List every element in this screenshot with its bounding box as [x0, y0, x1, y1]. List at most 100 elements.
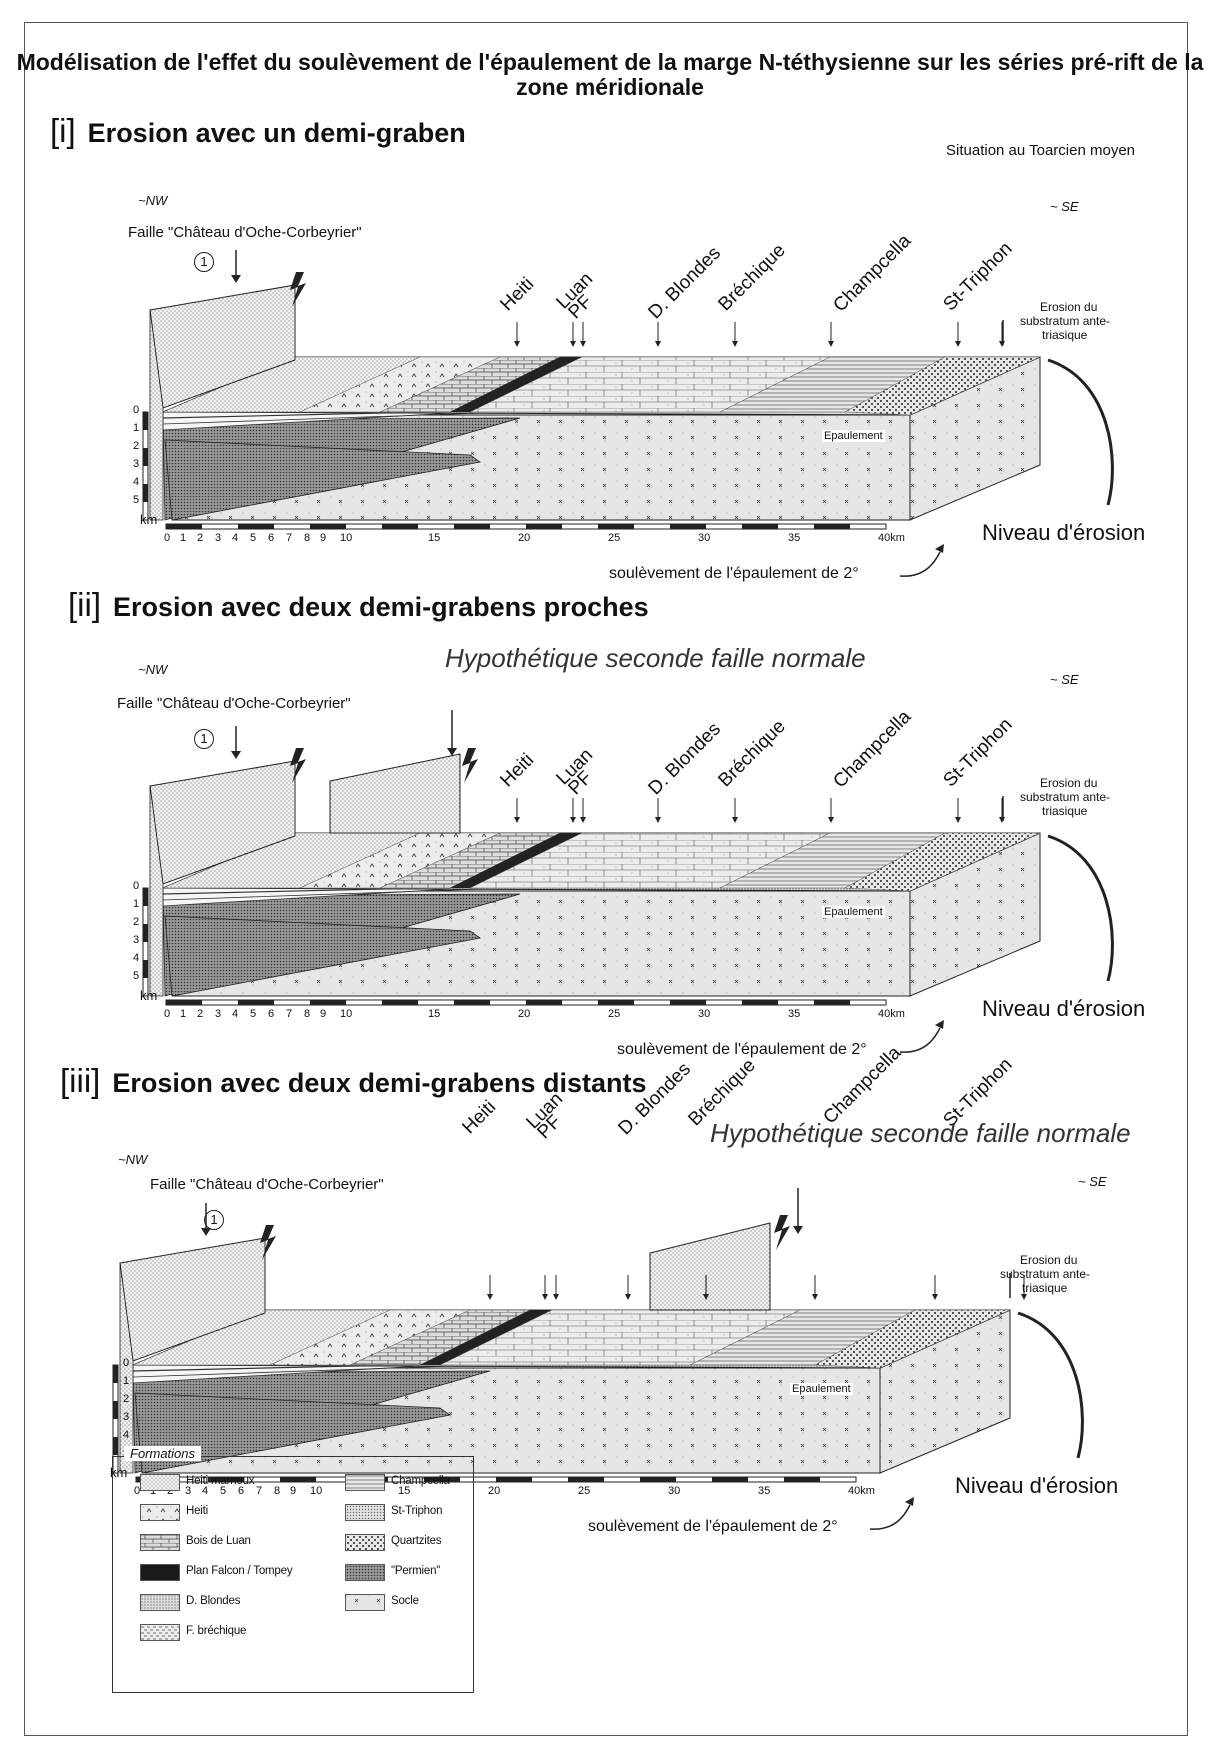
section-title-3: Erosion avec deux demi-grabens distants	[112, 1068, 647, 1098]
fault-number-3: 1	[204, 1210, 224, 1230]
distance-tick-1-12: 20	[518, 532, 531, 544]
legend-label-9: Socle	[391, 1595, 419, 1607]
km-label-1: km	[140, 512, 158, 527]
distance-tick-2-1: 1	[180, 1008, 187, 1020]
legend-label-0: Heiti marneux	[186, 1475, 255, 1487]
nw-label-2: ~NW	[138, 662, 168, 677]
distance-tick-1-3: 3	[215, 532, 222, 544]
distance-tick-1-2: 2	[197, 532, 204, 544]
distance-tick-1-10: 10	[340, 532, 353, 544]
fault-label-1: Faille "Château d'Oche-Corbeyrier"	[128, 224, 362, 241]
section-title-1: Erosion avec un demi-graben	[87, 118, 466, 148]
distance-tick-2-11: 15	[428, 1008, 441, 1020]
distance-tick-1-6: 6	[268, 532, 275, 544]
distance-tick-2-15: 35	[788, 1008, 801, 1020]
legend-swatch-2	[140, 1504, 180, 1521]
legend-swatch-3	[345, 1504, 385, 1521]
erosion-substratum-line1-1: Erosion du	[1040, 300, 1098, 314]
se-label-1: ~ SE	[1050, 199, 1079, 214]
distance-tick-1-5: 5	[250, 532, 257, 544]
distance-tick-1-8: 8	[304, 532, 311, 544]
erosion-substratum-line2-1: substratum ante-	[1020, 314, 1111, 328]
legend-label-10: F. bréchique	[186, 1625, 247, 1637]
km-label-3: km	[110, 1465, 128, 1480]
block-diagram-2	[142, 710, 1114, 1053]
legend-box	[112, 1456, 474, 1693]
erosion-substratum-line1-2: Erosion du	[1040, 776, 1098, 790]
distance-tick-2-5: 5	[250, 1008, 257, 1020]
erosion-substratum-line3-1: triasique	[1042, 328, 1088, 342]
depth-tick-1-2: 2	[133, 440, 140, 452]
legend-swatch-8	[140, 1594, 180, 1611]
erosion-substratum-line2-3: substratum ante-	[1000, 1267, 1091, 1281]
distance-tick-1-14: 30	[698, 532, 711, 544]
hypothesis-label-3: Hypothétique seconde faille normale	[710, 1118, 1131, 1148]
legend-label-8: D. Blondes	[186, 1595, 241, 1607]
distance-tick-3-15: 35	[758, 1485, 771, 1497]
legend-title: Formations	[124, 1446, 202, 1461]
distance-tick-2-9: 9	[320, 1008, 327, 1020]
distance-tick-3-9: 9	[290, 1485, 297, 1497]
distance-tick-2-2: 2	[197, 1008, 204, 1020]
distance-tick-2-0: 0	[164, 1008, 171, 1020]
erosion-level-label-1: Niveau d'érosion	[982, 520, 1146, 545]
epaulement-label-3: Epaulement	[790, 1383, 853, 1395]
erosion-substratum-line3-2: triasique	[1042, 804, 1088, 818]
depth-tick-2-5: 5	[133, 970, 140, 982]
depth-tick-1-3: 3	[133, 458, 140, 470]
se-label-2: ~ SE	[1050, 672, 1079, 687]
distance-tick-3-1: 1	[150, 1485, 157, 1497]
depth-tick-2-3: 3	[133, 934, 140, 946]
depth-tick-1-1: 1	[133, 422, 140, 434]
nw-label-3: ~NW	[118, 1152, 148, 1167]
section-number-2: [ii]	[68, 586, 101, 623]
distance-tick-1-4: 4	[232, 532, 239, 544]
fault-label-3: Faille "Château d'Oche-Corbeyrier"	[150, 1176, 384, 1193]
distance-tick-2-3: 3	[215, 1008, 222, 1020]
epaulement-label-2: Epaulement	[822, 906, 885, 918]
distance-tick-3-16: 40km	[848, 1485, 875, 1497]
distance-tick-2-16: 40km	[878, 1008, 905, 1020]
legend-label-7: "Permien"	[391, 1565, 441, 1577]
distance-tick-2-14: 30	[698, 1008, 711, 1020]
distance-tick-1-16: 40km	[878, 532, 905, 544]
distance-tick-3-4: 4	[202, 1485, 209, 1497]
se-label-3: ~ SE	[1078, 1174, 1107, 1189]
legend-swatch-1	[345, 1474, 385, 1491]
fault-number-2: 1	[194, 729, 214, 749]
depth-tick-3-3: 3	[123, 1411, 130, 1423]
erosion-substratum-line1-3: Erosion du	[1020, 1253, 1078, 1267]
distance-tick-3-5: 5	[220, 1485, 227, 1497]
distance-tick-1-11: 15	[428, 532, 441, 544]
legend-label-1: Champcella	[391, 1475, 450, 1487]
uplift-label-2: soulèvement de l'épaulement de 2°	[617, 1041, 867, 1058]
distance-tick-1-0: 0	[164, 532, 171, 544]
section-heading-2: [ii] Erosion avec deux demi-grabens proch…	[68, 586, 649, 624]
section-title-2: Erosion avec deux demi-grabens proches	[113, 592, 649, 622]
distance-tick-3-12: 20	[488, 1485, 501, 1497]
distance-tick-2-10: 10	[340, 1008, 353, 1020]
page-frame	[24, 22, 1188, 1736]
legend-swatch-6	[140, 1564, 180, 1581]
situation-label: Situation au Toarcien moyen	[946, 142, 1136, 159]
legend-label-3: St-Triphon	[391, 1505, 443, 1517]
depth-tick-3-4: 4	[123, 1429, 130, 1441]
distance-tick-3-14: 30	[668, 1485, 681, 1497]
erosion-substratum-line3-3: triasique	[1022, 1281, 1068, 1295]
distance-tick-3-8: 8	[274, 1485, 281, 1497]
distance-tick-3-0: 0	[134, 1485, 141, 1497]
distance-tick-1-13: 25	[608, 532, 621, 544]
distance-tick-2-4: 4	[232, 1008, 239, 1020]
depth-tick-3-2: 2	[123, 1393, 130, 1405]
fault-label-2: Faille "Château d'Oche-Corbeyrier"	[117, 695, 351, 712]
fault-number-1: 1	[194, 252, 214, 272]
distance-tick-3-13: 25	[578, 1485, 591, 1497]
depth-tick-3-1: 1	[123, 1375, 130, 1387]
legend-swatch-4	[140, 1534, 180, 1551]
distance-tick-1-9: 9	[320, 532, 327, 544]
legend-label-5: Quartzites	[391, 1535, 442, 1547]
legend-swatch-7	[345, 1564, 385, 1581]
legend-label-4: Bois de Luan	[186, 1535, 251, 1547]
distance-tick-1-1: 1	[180, 532, 187, 544]
